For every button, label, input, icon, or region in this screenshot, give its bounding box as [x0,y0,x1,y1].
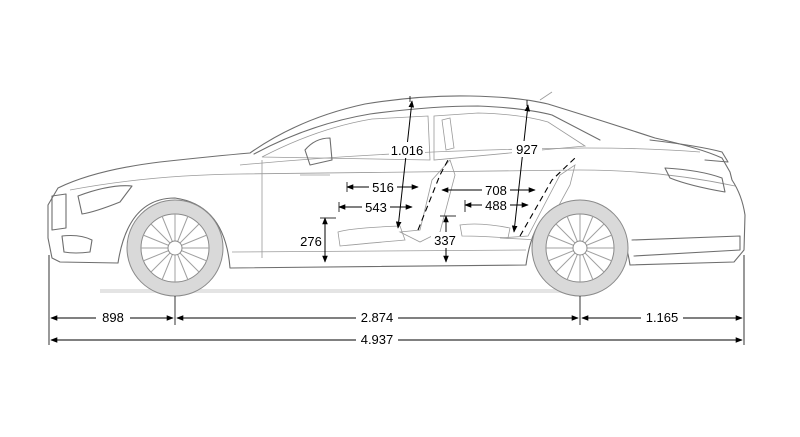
body-silhouette [47,95,746,269]
rear-bumper [631,235,741,257]
antenna [539,91,553,101]
rear-hub [572,240,588,256]
rear-headroom-line [511,104,531,233]
tail-light [664,167,726,193]
front-seat-height-label: 276 [300,234,322,249]
front-seat [398,159,456,243]
ground-shadow [100,289,580,293]
interior-dimensions: 1.016 927 516 543 708 488 276 337 [298,100,542,263]
headlight [77,185,133,215]
overall-length-label: 4.937 [361,332,394,347]
side-mirror [304,137,333,166]
rear-seatback-line [519,157,576,237]
exterior-dimensions: 898 2.874 1.165 4.937 [50,309,743,347]
front-hub [167,240,183,256]
front-legroom-lower-label: 543 [365,200,387,215]
front-seatback-line [417,159,449,231]
front-wheel [126,199,224,297]
rear-legroom-lower-label: 488 [485,198,507,213]
front-headroom-line [395,100,415,229]
shoulder-line [69,169,736,191]
wheelbase-label: 2.874 [361,310,394,325]
rear-spoiler [649,139,729,163]
extension-lines [48,96,745,345]
rear-wheel [531,199,629,297]
front-bumper-intake [61,234,93,254]
side-sill [231,249,527,253]
front-headroom-label: 1.016 [391,143,424,158]
rear-overhang-label: 1.165 [646,310,679,325]
front-grille [51,193,67,231]
rear-seat-height-label: 337 [434,233,456,248]
window-frame [261,115,431,161]
rear-headroom-label: 927 [516,142,538,157]
rear-legroom-upper-label: 708 [485,183,507,198]
roof-line [253,105,601,155]
rear-leg [459,223,511,239]
front-legroom-upper-label: 516 [372,180,394,195]
front-leg [337,225,406,247]
interior [337,117,576,247]
front-headrest [441,117,455,151]
front-overhang-label: 898 [102,310,124,325]
